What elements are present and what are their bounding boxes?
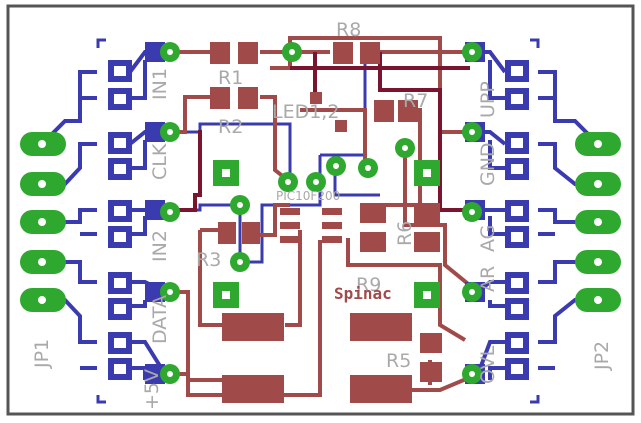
label-r7: R7 xyxy=(403,90,428,112)
label-ag: AG xyxy=(477,225,499,252)
label-in2: IN2 xyxy=(149,230,171,262)
label-5v: +5V xyxy=(141,369,163,410)
label-gnd: GND xyxy=(477,142,499,186)
label-r8: R8 xyxy=(336,19,361,41)
label-in1: IN1 xyxy=(149,68,171,100)
right-oval-pads xyxy=(575,132,621,312)
right-pad-holes xyxy=(511,66,523,374)
label-r6: R6 xyxy=(394,221,416,246)
label-ovl: OVL xyxy=(477,345,499,384)
corner-marks xyxy=(96,38,540,404)
label-r3: R3 xyxy=(196,249,221,271)
label-ic: PIC10F200 xyxy=(276,189,340,203)
top-copper-traces xyxy=(165,36,480,397)
label-led: LED1,2 xyxy=(272,101,339,123)
label-r9: R9 xyxy=(356,274,381,296)
label-ar: AR xyxy=(477,266,499,292)
dark-wires xyxy=(165,50,478,212)
label-jp2: JP2 xyxy=(591,341,613,371)
label-r5: R5 xyxy=(386,350,411,372)
label-clk: CLK xyxy=(149,143,171,180)
label-r2: R2 xyxy=(218,116,243,138)
label-r1: R1 xyxy=(218,67,243,89)
left-oval-pads xyxy=(20,132,66,312)
board-outline xyxy=(6,4,635,416)
label-upp: UPP xyxy=(477,81,499,118)
label-brand: Spinac xyxy=(334,284,392,303)
via-holes xyxy=(167,49,475,377)
left-pad-holes xyxy=(114,66,126,374)
label-data: DATA xyxy=(149,295,171,344)
label-jp1: JP1 xyxy=(31,339,53,369)
square-pads xyxy=(213,160,440,308)
smd-pads xyxy=(210,42,442,403)
